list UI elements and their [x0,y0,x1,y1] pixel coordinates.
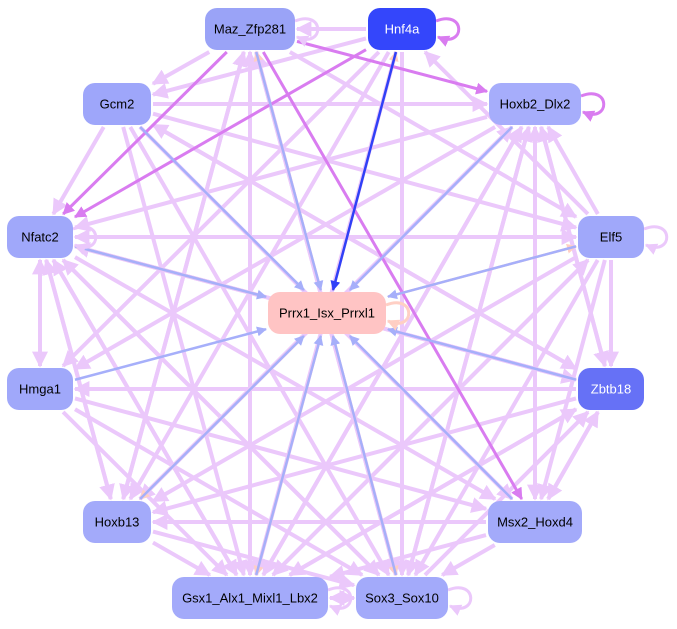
node-zbtb18[interactable]: Zbtb18 [578,368,644,410]
node-label: Msx2_Hoxd4 [497,515,573,530]
edge-Hmga1-to-Prrx1_Isx_Prrxl1 [74,326,267,381]
edge-Hoxb2_Dlx2-to-Nfatc2 [73,114,488,232]
self-loop-Prrx1_Isx_Prrxl1 [385,301,411,331]
node-label: Gsx1_Alx1_Mixl1_Lbx2 [182,591,318,606]
edge-Msx2_Hoxd4-to-Zbtb18 [546,410,600,500]
node-elf5[interactable]: Elf5 [578,216,644,258]
edge-Zbtb18-to-Gcm2 [151,123,577,371]
edge-Gsx1_Alx1_Mixl1_Lbx2-to-Nfatc2 [51,258,239,577]
node-prrx1-isx-prrxl1[interactable]: Prrx1_Isx_Prrxl1 [268,292,386,334]
node-hmga1[interactable]: Hmga1 [7,368,73,410]
self-loop-Hoxb2_Dlx2 [580,92,606,122]
edge-Hoxb13-to-Prrx1_Isx_Prrxl1 [139,335,305,500]
node-nfatc2[interactable]: Nfatc2 [7,216,73,258]
node-hnf4a[interactable]: Hnf4a [368,8,436,50]
edge-Hoxb2_Dlx2-to-Hmga1 [73,125,497,371]
node-label: Elf5 [600,230,622,245]
node-box [488,501,582,543]
node-label: Prrx1_Isx_Prrxl1 [279,306,375,321]
node-box [578,216,644,258]
self-loop-Sox3_Sox10 [447,586,473,616]
node-maz-zfp281[interactable]: Maz_Zfp281 [205,8,295,50]
edge-Sox3_Sox10-to-Prrx1_Isx_Prrxl1 [330,335,398,576]
edge-Zbtb18-to-Prrx1_Isx_Prrxl1 [387,326,577,381]
edge-Hoxb2_Dlx2-to-Prrx1_Isx_Prrxl1 [349,126,513,291]
edge-Gcm2-to-Nfatc2 [51,125,106,216]
node-box [83,83,151,125]
edge-Nfatc2-to-Prrx1_Isx_Prrxl1 [74,245,267,300]
node-box [368,8,436,50]
edge-Elf5-to-Prrx1_Isx_Prrxl1 [387,245,577,300]
edge-Elf5-to-Hoxb13 [151,255,577,503]
edge-Gsx1_Alx1_Mixl1_Lbx2-to-Prrx1_Isx_Prrxl1 [255,335,324,576]
edge-Gcm2-to-Prrx1_Isx_Prrxl1 [139,126,305,291]
self-loop-Nfatc2 [72,225,98,255]
node-box [356,577,448,619]
node-gcm2[interactable]: Gcm2 [83,83,151,125]
node-box [172,577,328,619]
edge-Maz_Zfp281-to-Msx2_Hoxd4 [261,51,524,501]
node-box [578,368,644,410]
node-box [489,83,581,125]
node-label: Sox3_Sox10 [365,591,439,606]
edge-Hnf4a-to-Nfatc2 [73,48,367,219]
node-label: Maz_Zfp281 [214,22,286,37]
edge-Hoxb13-to-Sox3_Sox10 [152,529,356,590]
edge-Maz_Zfp281-to-Elf5 [288,50,578,219]
self-loop-Hnf4a [435,17,461,47]
edge-Hmga1-to-Sox3_Sox10 [74,407,364,577]
node-label: Hoxb2_Dlx2 [500,97,571,112]
node-hoxb13[interactable]: Hoxb13 [83,501,151,543]
edge-Hoxb13-to-Gsx1_Alx1_Mixl1_Lbx2 [152,540,212,577]
node-label: Zbtb18 [591,382,631,397]
edge-Msx2_Hoxd4-to-Prrx1_Isx_Prrxl1 [349,335,513,500]
edge-Maz_Zfp281-to-Gcm2 [151,50,211,86]
self-loop-Elf5 [643,225,669,255]
node-hoxb2-dlx2[interactable]: Hoxb2_Dlx2 [489,83,581,125]
node-label: Hnf4a [385,22,420,37]
node-box [7,368,73,410]
edge-Hnf4a-to-Prrx1_Isx_Prrxl1 [330,51,398,291]
node-box [268,292,386,334]
edge-Elf5-to-Hoxb2_Dlx2 [546,125,600,215]
node-box [83,501,151,543]
self-loop-Gsx1_Alx1_Mixl1_Lbx2 [327,586,353,616]
self-loop-Maz_Zfp281 [294,17,320,47]
edge-Gsx1_Alx1_Mixl1_Lbx2-to-Hoxb2_Dlx2 [261,125,524,576]
node-label: Nfatc2 [21,230,59,245]
node-label: Hoxb13 [95,515,140,530]
node-box [205,8,295,50]
node-msx2-hoxd4[interactable]: Msx2_Hoxd4 [488,501,582,543]
node-gsx1-alx1-mixl1-lbx2[interactable]: Gsx1_Alx1_Mixl1_Lbx2 [172,577,328,619]
edge-Maz_Zfp281-to-Prrx1_Isx_Prrxl1 [255,51,324,291]
node-box [7,216,73,258]
edge-Gsx1_Alx1_Mixl1_Lbx2-to-Zbtb18 [288,407,578,577]
node-sox3-sox10[interactable]: Sox3_Sox10 [356,577,448,619]
edges-layer [32,17,669,616]
node-label: Gcm2 [100,97,135,112]
node-label: Hmga1 [19,382,61,397]
edge-Msx2_Hoxd4-to-Sox3_Sox10 [440,543,496,577]
edge-Nfatc2-to-Msx2_Hoxd4 [74,255,497,501]
